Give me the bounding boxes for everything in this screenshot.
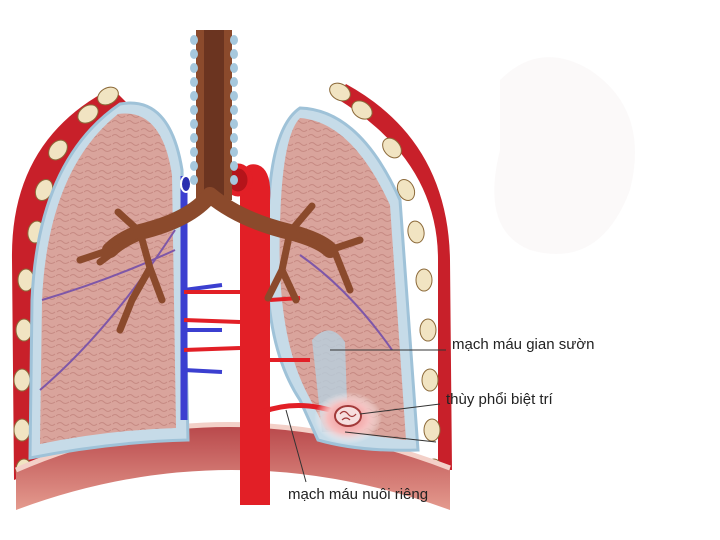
aorta: [183, 163, 343, 505]
rib: [423, 418, 441, 442]
left-lung: [28, 101, 190, 460]
cartilage-ring: [190, 35, 198, 45]
rib: [13, 418, 31, 442]
cartilage-ring: [230, 161, 238, 171]
leader-lines: [285, 349, 446, 483]
trachea: [76, 30, 364, 334]
rib: [15, 318, 33, 342]
label-intercostal-vessel: mạch máu gian sườn: [452, 336, 595, 353]
cartilage-ring: [190, 119, 198, 129]
sequestered-lobe-mass-icon: [314, 392, 382, 444]
cartilage-ring: [230, 119, 238, 129]
cartilage-ring: [190, 133, 198, 143]
rib: [419, 318, 437, 342]
cartilage-ring: [230, 133, 238, 143]
cartilage-ring: [230, 175, 238, 185]
cartilage-ring: [230, 77, 238, 87]
rib: [382, 137, 402, 159]
cartilage-rings: [190, 35, 238, 185]
cartilage-ring: [190, 77, 198, 87]
cartilage-ring: [190, 63, 198, 73]
rib: [77, 104, 99, 124]
label-feeding-vessel: mạch máu nuôi riêng: [288, 486, 429, 503]
cartilage-ring: [230, 49, 238, 59]
cartilage-ring: [230, 91, 238, 101]
label-sequestered-lobe: thùy phổi biệt trí: [446, 391, 553, 408]
rib: [415, 268, 433, 292]
cartilage-ring: [190, 161, 198, 171]
cartilage-ring: [230, 63, 238, 73]
rib: [396, 178, 416, 202]
rib: [48, 139, 68, 161]
rib: [329, 82, 351, 102]
rib: [421, 368, 439, 392]
cartilage-ring: [230, 35, 238, 45]
cartilage-ring: [230, 147, 238, 157]
chest-wall-right: [336, 84, 452, 470]
rib: [97, 86, 119, 106]
cartilage-ring: [190, 91, 198, 101]
cartilage-ring: [190, 147, 198, 157]
rib: [407, 220, 425, 244]
rib: [13, 368, 31, 392]
rib: [351, 100, 373, 120]
cartilage-ring: [190, 49, 198, 59]
background-watermark: [494, 57, 635, 255]
cartilage-ring: [190, 175, 198, 185]
cartilage-ring: [230, 105, 238, 115]
cartilage-ring: [190, 105, 198, 115]
